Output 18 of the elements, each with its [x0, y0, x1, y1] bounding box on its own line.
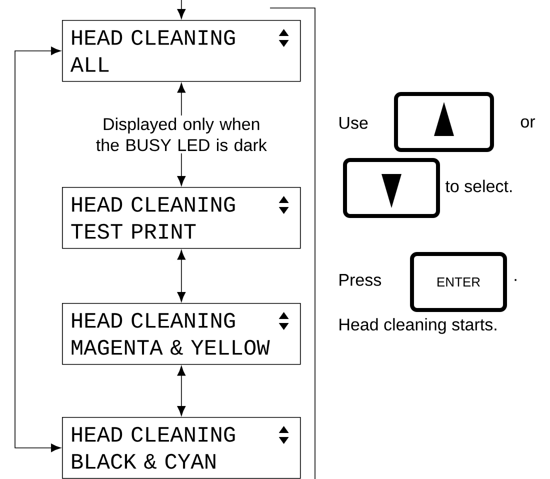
instruction-text: to select.	[445, 180, 512, 192]
lcd-display: HEAD CLEANING ALL	[62, 20, 301, 82]
arrow	[177, 366, 186, 416]
arrow-key	[394, 92, 494, 152]
edge-label: Displayed only when the BUSY LED is dark	[96, 118, 267, 152]
instruction-text: or	[520, 118, 536, 128]
instruction-text: Press	[340, 274, 382, 286]
arrow	[177, 0, 186, 19]
lcd-display: HEAD CLEANING BLACK & CYAN	[62, 417, 301, 479]
arrow	[177, 250, 186, 302]
instruction-text: Use	[340, 117, 368, 129]
enter-key: ENTER	[410, 252, 507, 312]
lcd-display: HEAD CLEANING TEST PRINT	[62, 187, 301, 249]
instruction-text: Head cleaning starts.	[340, 318, 496, 334]
arrow-key	[343, 158, 440, 218]
arrow	[177, 82, 186, 186]
arrow	[14, 46, 61, 452]
lcd-display: HEAD CLEANING MAGENTA & YELLOW	[62, 303, 301, 365]
